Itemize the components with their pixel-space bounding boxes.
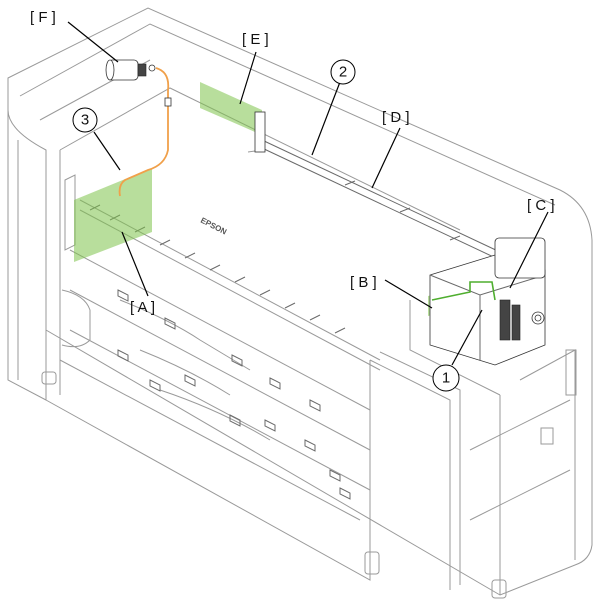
callout-3-text: 3 [81, 112, 89, 129]
carriage-assembly [429, 237, 546, 366]
brand-logo: EPSON [199, 216, 228, 237]
leader-d [371, 127, 401, 189]
callout-1: 1 [432, 364, 460, 392]
label-d: [ D ] [382, 109, 410, 126]
callout-2-text: 2 [339, 64, 347, 81]
carriage-rail [254, 111, 501, 261]
leader-c [509, 211, 549, 289]
cable-orange [118, 67, 170, 197]
label-b: [ B ] [350, 274, 377, 291]
label-a: [ A ] [130, 299, 155, 316]
leader-3 [93, 131, 121, 171]
leader-2 [311, 81, 341, 156]
leader-e [239, 51, 257, 105]
leader-a [121, 231, 149, 297]
leader-b [384, 279, 433, 309]
highlight-a [74, 168, 152, 262]
cable-green [431, 281, 496, 301]
highlight-e [200, 82, 262, 135]
callout-1-text: 1 [442, 370, 450, 387]
leader-1 [451, 309, 483, 366]
label-e: [ E ] [242, 31, 269, 48]
label-f: [ F ] [30, 9, 56, 26]
callout-3: 3 [72, 107, 98, 133]
leader-f [67, 21, 119, 63]
label-c: [ C ] [527, 197, 555, 214]
motor-f [105, 59, 156, 81]
printer-body [7, 7, 593, 599]
callout-2: 2 [330, 59, 356, 85]
